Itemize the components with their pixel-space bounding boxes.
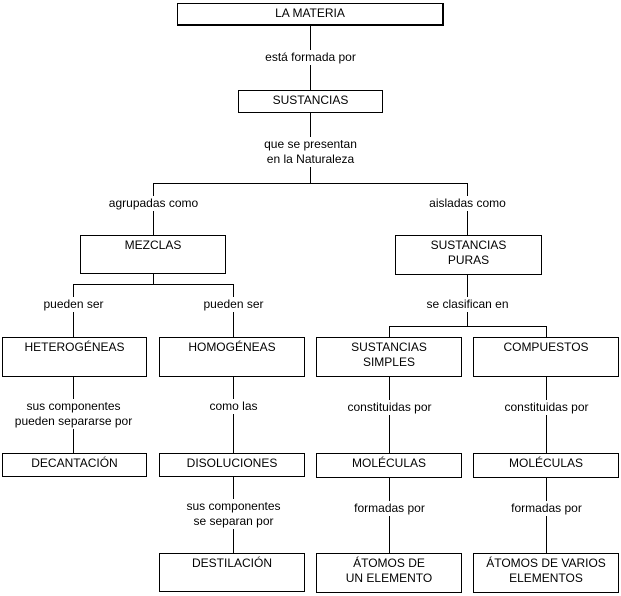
node-sustancias: SUSTANCIAS [238,90,383,113]
label-que-se-presentan: que se presentan en la Naturaleza [240,137,381,167]
label-formadas-por-simples: formadas por [344,501,435,516]
node-decantacion: DECANTACIÓN [2,453,147,477]
label-pueden-ser-heterogeneas: pueden ser [33,297,114,312]
node-atomos-un-elemento: ÁTOMOS DE UN ELEMENTO [316,553,462,593]
node-moleculas-simples: MOLÉCULAS [316,453,462,478]
label-constituidas-por-simples: constituidas por [334,400,445,415]
node-compuestos: COMPUESTOS [473,337,619,377]
node-disoluciones: DISOLUCIONES [159,453,305,477]
node-sustancias-simples: SUSTANCIAS SIMPLES [316,337,462,377]
node-destilacion: DESTILACIÓN [159,553,305,592]
label-sus-componentes-pueden: sus componentes pueden separarse por [3,399,144,429]
node-heterogeneas: HETEROGÉNEAS [2,337,147,377]
label-sus-componentes-separan: sus componentes se separan por [166,499,301,529]
label-pueden-ser-homogeneas: pueden ser [193,297,274,312]
label-se-clasifican-en: se clasifican en [412,297,523,312]
label-esta-formada-por: está formada por [240,50,381,65]
node-la-materia: LA MATERIA [177,3,444,26]
label-como-las: como las [193,399,274,414]
node-mezclas: MEZCLAS [80,235,226,274]
node-sustancias-puras: SUSTANCIAS PURAS [395,235,542,275]
label-aisladas-como: aisladas como [412,196,523,211]
node-atomos-varios-elementos: ÁTOMOS DE VARIOS ELEMENTOS [473,553,619,593]
label-formadas-por-compuestos: formadas por [501,501,592,516]
node-homogeneas: HOMOGÉNEAS [159,337,305,377]
node-moleculas-compuestos: MOLÉCULAS [473,453,619,478]
label-constituidas-por-compuestos: constituidas por [491,400,602,415]
label-agrupadas-como: agrupadas como [93,196,214,211]
